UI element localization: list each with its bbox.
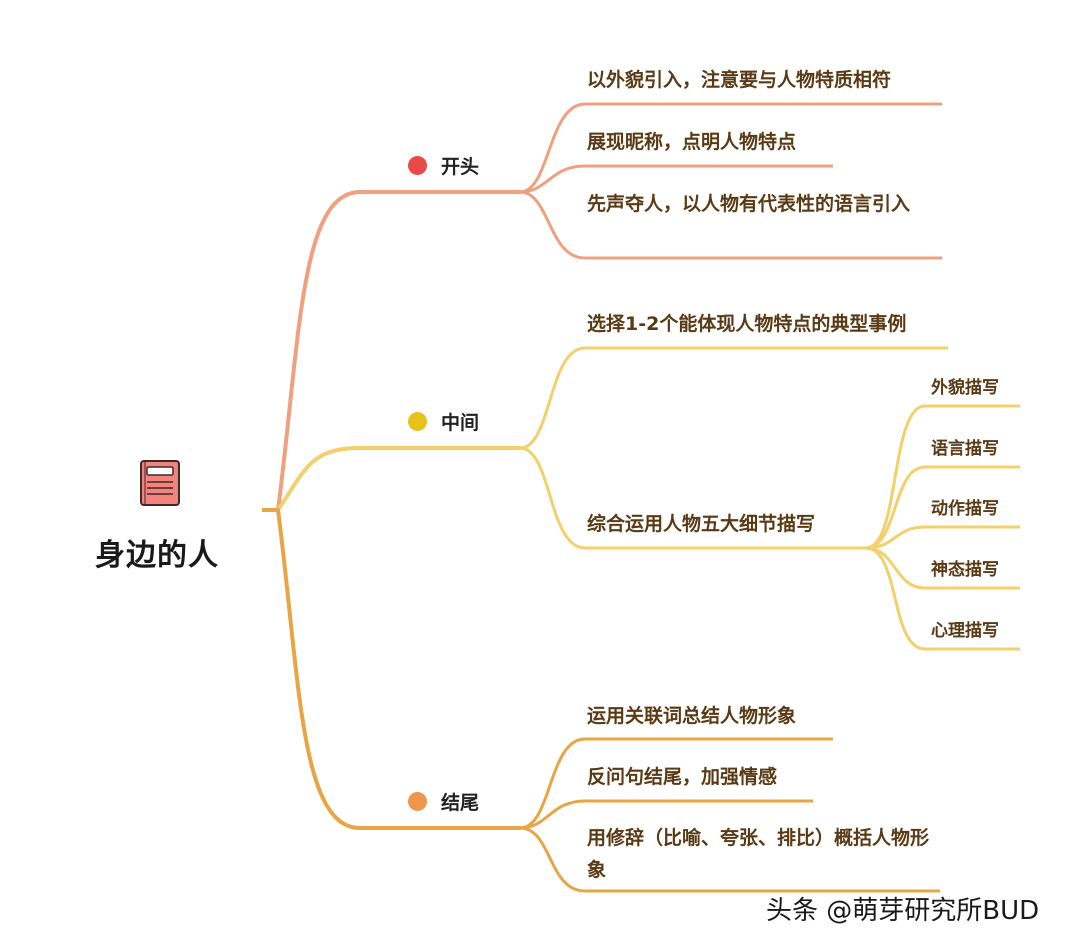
detail-expression: 神态描写: [931, 560, 999, 580]
connector-ending-leaf-1: [519, 737, 833, 830]
detail-action: 动作描写: [931, 499, 999, 519]
watermark: 头条 @萌芽研究所BUD: [766, 896, 1040, 926]
middle-leaf-1: 选择1-2个能体现人物特点的典型事例: [587, 313, 907, 335]
branch-opening-label: 开头: [441, 156, 480, 178]
detail-language: 语言描写: [931, 439, 999, 459]
connector-opening-leaf-2: [519, 164, 833, 194]
branch-ending: 结尾: [408, 788, 479, 815]
connector-ending-leaf-3: [519, 826, 940, 893]
opening-leaf-1: 以外貌引入，注意要与人物特质相符: [587, 69, 892, 91]
orange-dot-icon: [408, 792, 427, 811]
connector-ending-trunk: [276, 508, 522, 830]
connector-detail-5: [865, 546, 1020, 651]
root-title: 身边的人: [95, 538, 219, 573]
ending-leaf-2: 反问句结尾，加强情感: [587, 766, 778, 788]
connector-middle-leaf-1: [519, 346, 948, 450]
opening-leaf-2: 展现昵称，点明人物特点: [587, 131, 797, 153]
notebook-icon: [140, 460, 180, 506]
branch-middle: 中间: [408, 408, 479, 435]
red-dot-icon: [408, 156, 427, 175]
ending-leaf-1: 运用关联词总结人物形象: [587, 705, 797, 727]
middle-leaf-2: 综合运用人物五大细节描写: [587, 513, 816, 535]
branch-ending-label: 结尾: [441, 792, 480, 814]
ending-leaf-3: 用修辞（比喻、夸张、排比）概括人物形象: [587, 827, 930, 881]
connector-opening-trunk: [276, 190, 522, 512]
branch-opening: 开头: [408, 152, 479, 179]
connector-detail-1: [865, 404, 1020, 550]
detail-psychology: 心理描写: [931, 621, 999, 641]
branch-middle-label: 中间: [441, 412, 480, 434]
opening-leaf-3: 先声夺人，以人物有代表性的语言引入: [587, 193, 911, 215]
connector-detail-3: [865, 525, 1020, 550]
connector-opening-leaf-1: [519, 102, 942, 194]
connector-middle-trunk: [276, 446, 522, 512]
yellow-dot-icon: [408, 412, 427, 431]
detail-appearance: 外貌描写: [931, 378, 999, 398]
connector-middle-leaf-2: [519, 446, 868, 550]
connector-opening-leaf-3: [519, 190, 942, 260]
connector-ending-leaf-2: [519, 799, 813, 830]
connector-detail-2: [865, 465, 1020, 550]
